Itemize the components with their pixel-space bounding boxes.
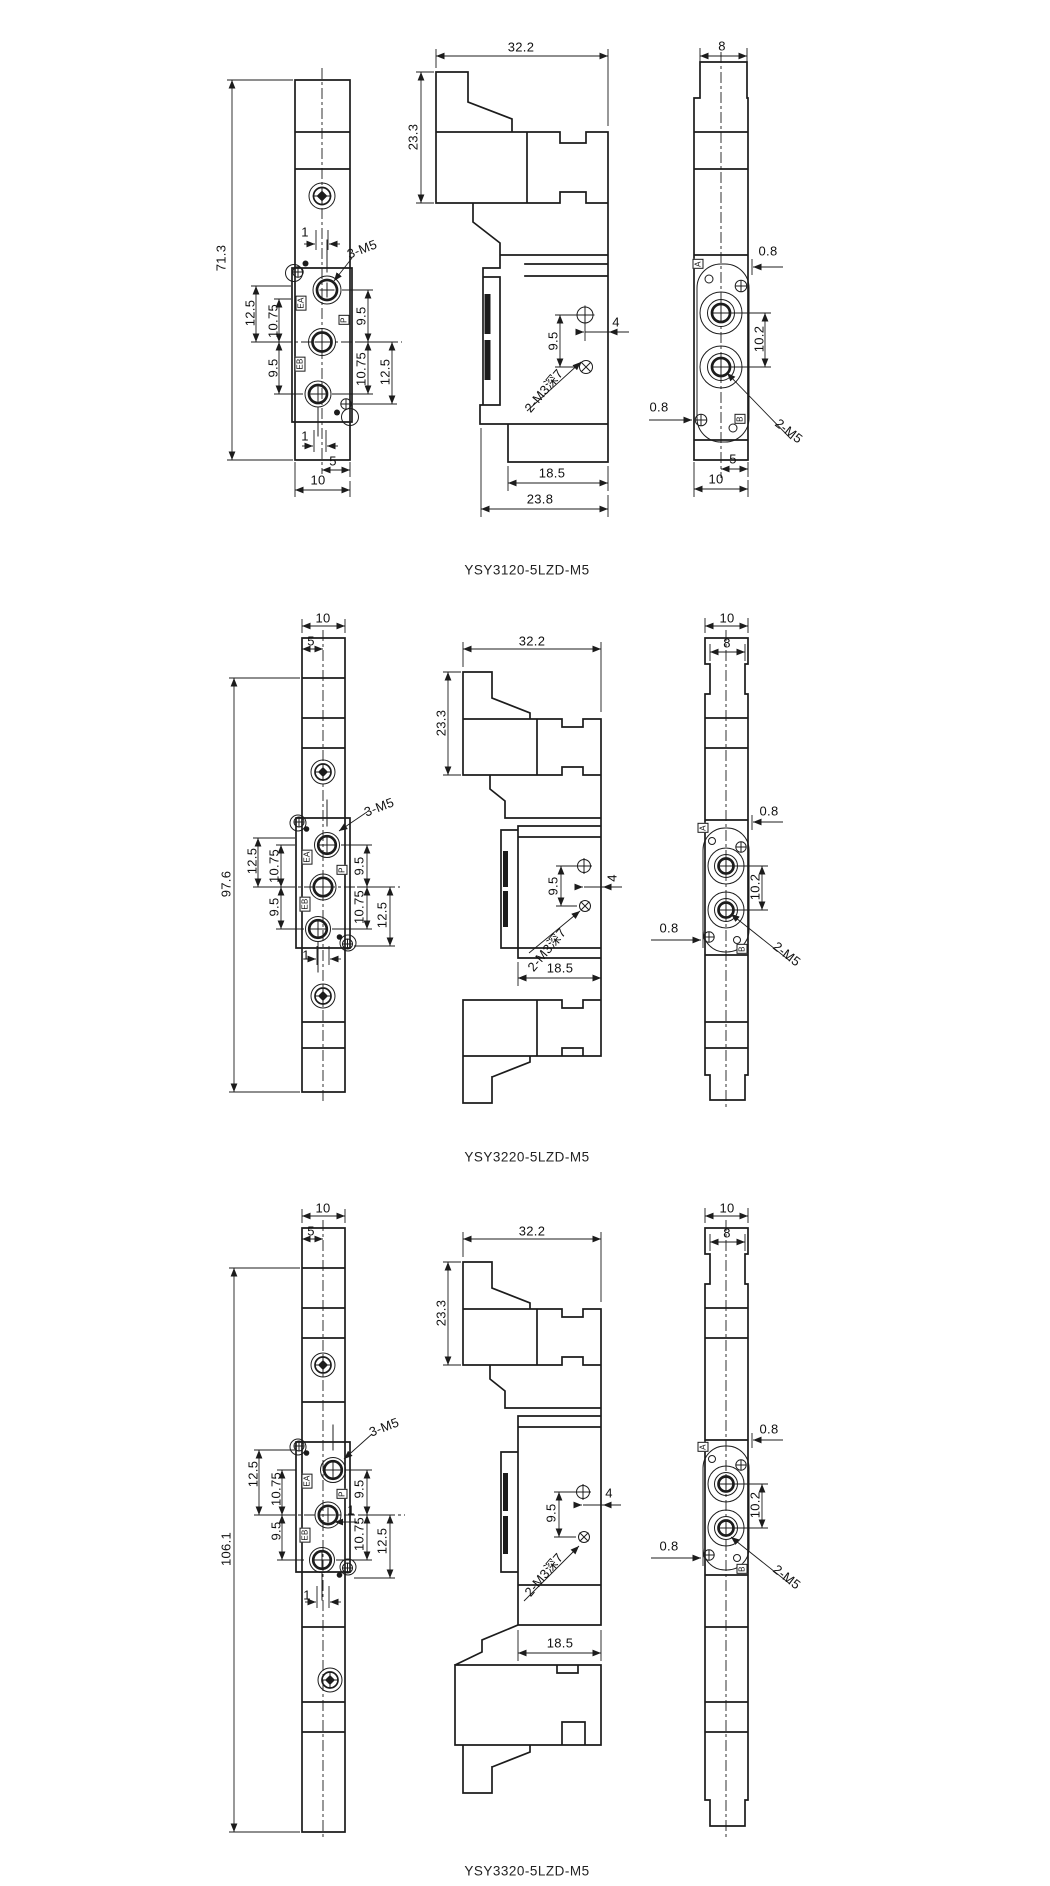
fig2-front-left-dim-1: 10.75 [266,848,282,884]
fig1-end-view [649,48,792,497]
fig3-front-overall-height-dim: 106.1 [218,1531,234,1567]
fig1-front-left-dim-0: 12.5 [242,299,258,327]
fig1-front-right-dim-2: 12.5 [377,358,393,386]
fig3-end-bottom-edge-offset-dim: 0.8 [659,1538,679,1554]
fig2-side-body-width-dim: 18.5 [546,960,574,976]
fig1-front-view [227,68,402,497]
fig3-side-view [443,1232,621,1794]
fig2-front-right-dim-1: 10.75 [351,889,367,925]
fig1-side-coil-height-dim: 23.3 [405,123,421,151]
fig3-side-coil-height-dim: 23.3 [433,1299,449,1327]
fig3-front-right-dim-0: 9.5 [351,1479,367,1499]
fig2-end-port-pitch-dim: 10.2 [747,873,763,901]
fig3-side-hole-pitch-dim: 9.5 [543,1503,559,1523]
fig2-side-hole-pitch-dim: 9.5 [545,876,561,896]
fig1-front-right-dim-0: 9.5 [353,306,369,326]
fig2-side-overall-width-dim: 32.2 [518,633,546,649]
fig2-front-view [229,619,400,1102]
fig1-front-bottom-width-dim: 10 [310,472,326,488]
fig1-front-port-label-ea: EA [295,295,307,311]
fig1-side-overall-width-dim: 32.2 [507,39,535,55]
fig2-side-hole-edge-offset-dim: 4 [604,874,620,882]
fig1-side-base-width-dim: 23.8 [526,491,554,507]
fig1-end-port-label-b: B [734,414,746,424]
fig1-side-hole-edge-offset-dim: 4 [612,314,620,330]
fig3-end-neck-width-dim: 8 [723,1225,731,1241]
fig2-front-bottom-offset-dim: 1 [302,947,310,963]
fig1-end-port-pitch-dim: 10.2 [751,325,767,353]
fig2-end-top-edge-offset-dim: 0.8 [759,803,779,819]
fig1-end-top-width-dim: 8 [718,38,726,54]
fig1-end-bottom-width-dim: 10 [708,471,724,487]
fig3-front-top-half-width-dim: 5 [307,1223,315,1239]
fig3-end-port-pitch-dim: 10.2 [747,1491,763,1519]
fig3-front-right-dim-1: 10.75 [351,1516,367,1552]
fig2-front-left-dim-2: 9.5 [266,897,282,917]
fig3-end-top-edge-offset-dim: 0.8 [759,1421,779,1437]
fig1-front-left-dim-2: 9.5 [265,358,281,378]
fig2-side-view [443,642,622,1104]
fig3-side-overall-width-dim: 32.2 [518,1223,546,1239]
fig2-front-overall-height-dim: 97.6 [218,870,234,898]
fig1-front-port-label-p: P [338,315,350,325]
fig2-end-view [651,618,791,1108]
fig3-side-body-width-dim: 18.5 [546,1635,574,1651]
fig2-front-left-dim-0: 12.5 [244,847,260,875]
fig3-front-left-dim-0: 12.5 [245,1460,261,1488]
fig3-caption: YSY3320-5LZD-M5 [464,1863,590,1879]
fig3-end-port-label-b: B [736,1564,748,1574]
fig3-front-bottom-offset-dim: 1 [303,1587,311,1603]
fig2-side-coil-height-dim: 23.3 [433,709,449,737]
fig3-front-left-dim-2: 9.5 [268,1521,284,1541]
fig2-caption: YSY3220-5LZD-M5 [464,1149,590,1165]
fig1-front-right-dim-1: 10.75 [353,351,369,387]
fig2-end-port-label-b: B [736,944,748,954]
fig2-end-bottom-edge-offset-dim: 0.8 [659,920,679,936]
fig1-side-hole-pitch-dim: 9.5 [545,331,561,351]
fig3-front-view [229,1209,405,1840]
fig1-front-port-label-eb: EB [294,356,306,372]
fig1-end-port-label-a: A [692,259,704,269]
fig3-end-view [651,1208,791,1840]
fig3-end-top-width-dim: 10 [719,1200,735,1216]
fig1-front-overall-height-dim: 71.3 [213,244,229,272]
fig3-front-port-label-eb: EB [299,1527,311,1543]
fig2-front-port-label-ea: EA [301,849,313,865]
fig3-front-port-label-ea: EA [301,1473,313,1489]
fig1-front-bottom-half-width-dim: 5 [329,453,337,469]
fig2-end-neck-width-dim: 8 [723,635,731,651]
fig3-side-hole-edge-offset-dim: 4 [605,1485,613,1501]
fig3-front-left-dim-1: 10.75 [268,1471,284,1507]
fig2-end-port-label-a: A [697,823,709,833]
fig3-end-port-label-a: A [697,1442,709,1452]
fig3-front-p-port-offset-dim: 1 [347,1502,355,1518]
fig1-end-top-edge-offset-dim: 0.8 [758,243,778,259]
fig3-front-right-dim-2: 12.5 [374,1527,390,1555]
fig2-front-right-dim-0: 9.5 [351,856,367,876]
fig3-front-top-width-dim: 10 [315,1200,331,1216]
fig1-side-view [416,49,629,517]
fig1-front-top-offset-dim: 1 [301,224,309,240]
fig1-front-left-dim-1: 10.75 [265,303,281,339]
fig2-front-top-width-dim: 10 [315,610,331,626]
fig1-end-bottom-half-width-dim: 5 [729,451,737,467]
fig2-front-right-dim-2: 12.5 [374,901,390,929]
fig2-front-port-label-eb: EB [299,896,311,912]
fig2-front-port-label-p: P [336,865,348,875]
fig1-caption: YSY3120-5LZD-M5 [464,562,590,578]
fig2-front-top-half-width-dim: 5 [307,633,315,649]
fig1-side-body-width-dim: 18.5 [538,465,566,481]
fig1-end-bottom-edge-offset-dim: 0.8 [649,399,669,415]
fig1-front-bottom-offset-dim: 1 [301,428,309,444]
fig3-front-port-label-p: P [336,1489,348,1499]
fig2-end-top-width-dim: 10 [719,610,735,626]
